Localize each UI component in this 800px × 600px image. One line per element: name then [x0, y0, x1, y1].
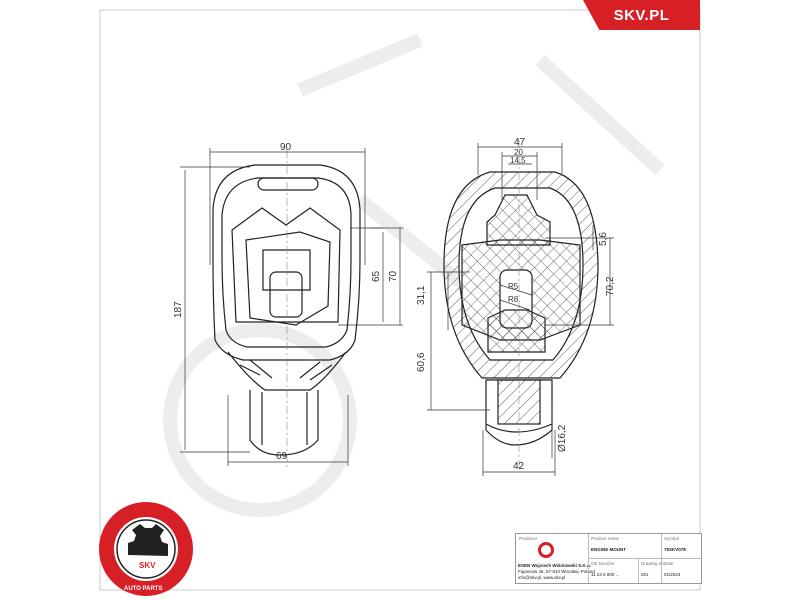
- dim-r2: R8: [508, 295, 519, 304]
- dim-inner-h2: 70: [388, 270, 399, 282]
- section-view: [443, 171, 599, 446]
- title-block: Producer ESEN Wojciech Wiśniowski S.K.A.…: [515, 533, 702, 584]
- company-line-1: ESEN Wojciech Wiśniowski S.K.A.: [518, 563, 592, 568]
- seal-bottom-text: AUTO PARTS: [124, 586, 162, 592]
- front-view: [212, 164, 361, 456]
- drawing-number: 001: [641, 572, 649, 577]
- oe-label: OE Number: [591, 561, 615, 566]
- producer-logo: [530, 541, 562, 559]
- dim-base-w: 42: [513, 461, 525, 472]
- date-value: 01/2023: [664, 572, 681, 577]
- dim-sec-h3: 60,6: [416, 352, 427, 372]
- product-label: Product name: [591, 536, 620, 541]
- quality-seal: SKV AUTO PARTS: [99, 502, 193, 596]
- symbol-value: 75SKV078: [664, 547, 686, 552]
- company-line-2: Fajansów 46, 57-810 Wrocław, Poland: [518, 569, 595, 574]
- company-line-3: info@skv.pl, www.skv.pl: [518, 575, 566, 580]
- section-dimensions: [427, 143, 614, 476]
- dim-height-total: 187: [173, 301, 184, 318]
- dim-sec-h2: 31,1: [416, 285, 427, 305]
- watermark: [163, 33, 665, 517]
- symbol-label: Symbol: [664, 536, 680, 541]
- dim-r1: R5: [508, 282, 519, 291]
- gear-icon: [128, 524, 168, 556]
- dim-sec-w2: 20: [514, 148, 523, 157]
- brand-logo[interactable]: SKV.PL: [583, 0, 700, 30]
- product-name: ENGINE MOUNT: [591, 547, 627, 552]
- dim-sec-h: 70,2: [605, 276, 616, 296]
- dim-inner-h1: 65: [371, 270, 382, 282]
- dim-sec-gap: 5,6: [598, 232, 609, 246]
- drawing-label: Drawing no.: [641, 561, 666, 566]
- producer-label: Producer: [519, 536, 538, 541]
- sheet-border: [99, 9, 701, 591]
- oe-number: 11 23 6 800 ...: [591, 572, 620, 577]
- seal-logo: SKV: [139, 561, 156, 570]
- dim-diameter: Ø16,2: [557, 424, 568, 452]
- dim-sec-w1: 47: [514, 137, 526, 148]
- dim-sec-w3: 14,5: [510, 156, 526, 165]
- front-dimensions: [180, 148, 403, 466]
- date-label: Date: [664, 561, 674, 566]
- dim-width-top: 90: [280, 142, 292, 153]
- dim-width-bottom: 69: [276, 451, 288, 462]
